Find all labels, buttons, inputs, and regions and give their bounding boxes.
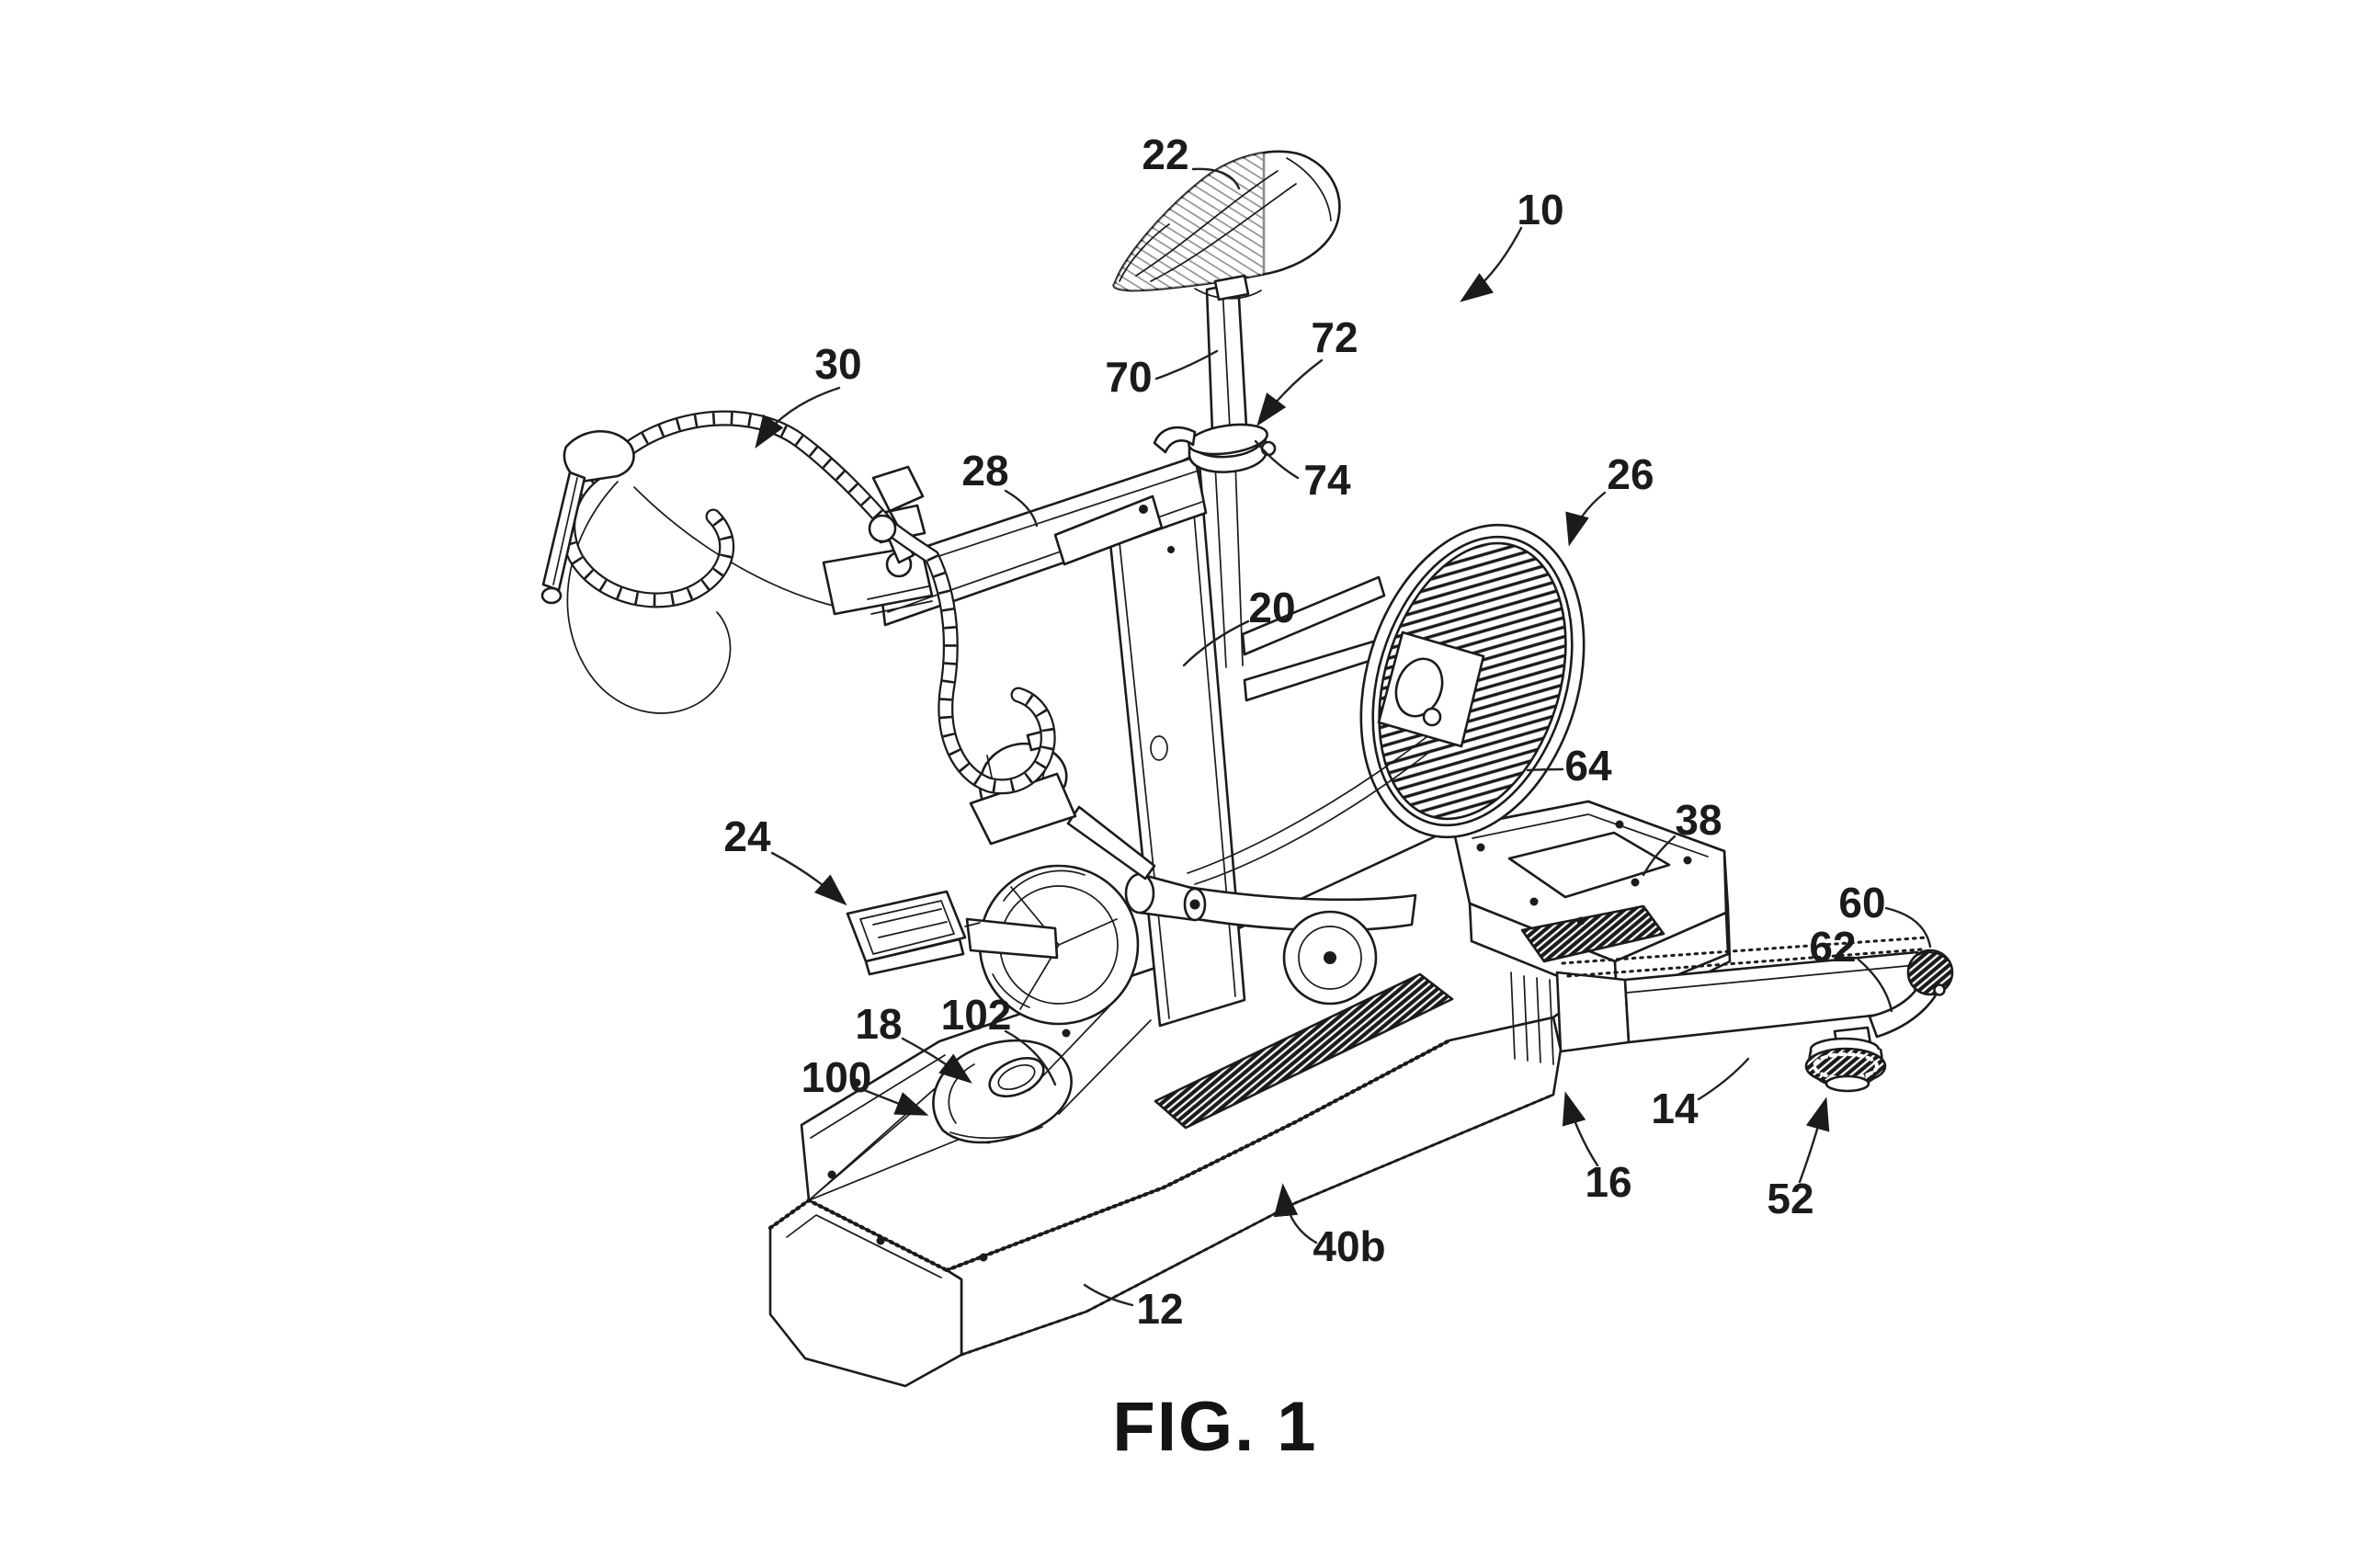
ref-number-64: 64 bbox=[1564, 742, 1612, 790]
ref-number-18: 18 bbox=[855, 1000, 902, 1048]
ref-number-14: 14 bbox=[1651, 1085, 1699, 1132]
figure-caption: FIG. 1 bbox=[1112, 1388, 1317, 1466]
leader-line-74 bbox=[1254, 439, 1300, 480]
mast-socket-outer bbox=[988, 1056, 1045, 1098]
leader-line-62 bbox=[1857, 958, 1893, 1013]
ref-number-26: 26 bbox=[1607, 450, 1654, 498]
ref-label-22: 22 bbox=[1142, 131, 1241, 190]
ref-label-30: 30 bbox=[755, 340, 862, 449]
flywheel-drawing bbox=[1359, 523, 1586, 839]
ref-label-20: 20 bbox=[1182, 584, 1296, 667]
right-brake-hood bbox=[871, 465, 925, 513]
top-tube-sleeve bbox=[1053, 494, 1164, 566]
ref-label-72: 72 bbox=[1256, 313, 1358, 426]
base-platform-drawing bbox=[767, 800, 1732, 1388]
leader-line-60 bbox=[1884, 906, 1932, 949]
leader-line-16 bbox=[1562, 1091, 1599, 1167]
arm-collar bbox=[1555, 971, 1631, 1053]
arm-knob bbox=[1906, 949, 1954, 996]
ref-label-12: 12 bbox=[1083, 1283, 1184, 1333]
arm-foot-pad bbox=[1804, 1026, 1887, 1093]
ref-number-20: 20 bbox=[1248, 584, 1295, 631]
leader-line-40b bbox=[1273, 1183, 1318, 1244]
ref-label-14: 14 bbox=[1651, 1057, 1750, 1132]
ref-label-28: 28 bbox=[961, 447, 1039, 528]
ref-label-10: 10 bbox=[1460, 186, 1564, 302]
ref-number-24: 24 bbox=[723, 812, 771, 860]
leader-line-24 bbox=[770, 851, 847, 906]
ref-number-70: 70 bbox=[1105, 353, 1152, 401]
ref-number-40b: 40b bbox=[1313, 1222, 1385, 1270]
leader-line-10 bbox=[1460, 226, 1523, 302]
leader-line-22 bbox=[1191, 167, 1241, 190]
ref-number-10: 10 bbox=[1517, 186, 1563, 233]
mast-socket-inner bbox=[997, 1063, 1036, 1091]
ref-number-100: 100 bbox=[801, 1053, 872, 1101]
ref-label-24: 24 bbox=[723, 812, 847, 906]
ref-label-62: 62 bbox=[1809, 923, 1893, 1013]
leader-line-72 bbox=[1256, 358, 1324, 426]
ref-number-12: 12 bbox=[1136, 1285, 1183, 1333]
leader-line-70 bbox=[1154, 349, 1219, 381]
ref-number-52: 52 bbox=[1767, 1175, 1813, 1222]
leader-line-100 bbox=[862, 1088, 929, 1116]
leader-line-26 bbox=[1565, 491, 1607, 547]
seat-clamp bbox=[1153, 423, 1277, 473]
seat-stays-drawing bbox=[1241, 575, 1397, 702]
leader-line-30 bbox=[755, 386, 841, 449]
ref-label-38: 38 bbox=[1642, 796, 1722, 877]
ref-label-102: 102 bbox=[941, 991, 1057, 1086]
leader-line-102 bbox=[1004, 1029, 1057, 1086]
flywheel-hub bbox=[1422, 707, 1442, 727]
ref-number-16: 16 bbox=[1585, 1158, 1631, 1206]
right-crank-arm bbox=[1066, 805, 1156, 881]
ref-label-40b: 40b bbox=[1273, 1183, 1386, 1270]
ref-label-64: 64 bbox=[1526, 742, 1612, 790]
ref-number-60: 60 bbox=[1838, 879, 1885, 926]
vent-strip-hatched bbox=[1154, 972, 1454, 1130]
saddle bbox=[1112, 150, 1341, 301]
leader-line-14 bbox=[1697, 1057, 1750, 1101]
ref-number-30: 30 bbox=[814, 340, 861, 388]
ref-number-74: 74 bbox=[1303, 456, 1351, 504]
leader-line-52 bbox=[1798, 1096, 1830, 1184]
left-brake-lever bbox=[540, 429, 635, 605]
shadow-band-hatched bbox=[1520, 904, 1665, 963]
ref-number-62: 62 bbox=[1809, 923, 1856, 971]
crank-axle bbox=[1124, 872, 1207, 922]
ref-label-70: 70 bbox=[1105, 349, 1219, 401]
leader-line-12 bbox=[1083, 1283, 1134, 1307]
ref-label-18: 18 bbox=[855, 1000, 972, 1084]
cockpit-drawing bbox=[540, 410, 1208, 795]
ref-label-60: 60 bbox=[1838, 879, 1932, 949]
ref-label-52: 52 bbox=[1767, 1096, 1830, 1222]
drivetrain-drawing bbox=[846, 728, 1433, 1026]
rear-platform-tray bbox=[1507, 831, 1671, 899]
leader-line-20 bbox=[1182, 619, 1250, 667]
ref-label-100: 100 bbox=[801, 1053, 929, 1116]
ref-label-16: 16 bbox=[1562, 1091, 1632, 1206]
seat-assembly-drawing bbox=[1112, 150, 1341, 473]
roller-disc bbox=[1282, 910, 1378, 1006]
ref-number-38: 38 bbox=[1675, 796, 1722, 844]
ref-number-72: 72 bbox=[1311, 313, 1358, 361]
ref-number-102: 102 bbox=[941, 991, 1012, 1039]
bar-tape-bands bbox=[562, 412, 1054, 792]
leader-line-64 bbox=[1526, 767, 1564, 772]
quick-release-lever bbox=[1153, 426, 1197, 454]
leader-line-18 bbox=[901, 1037, 972, 1084]
leader-line-28 bbox=[1004, 489, 1039, 528]
ref-label-26: 26 bbox=[1565, 450, 1654, 547]
bar-clamp bbox=[868, 514, 897, 543]
ref-number-22: 22 bbox=[1142, 131, 1188, 178]
ref-label-74: 74 bbox=[1254, 439, 1351, 504]
brake-cable-run bbox=[633, 486, 856, 611]
left-crank-arm bbox=[965, 917, 1059, 960]
ref-number-28: 28 bbox=[961, 447, 1008, 494]
stabilizer-arm-drawing bbox=[1510, 936, 1954, 1093]
left-pedal bbox=[846, 890, 981, 976]
leader-line-38 bbox=[1642, 835, 1677, 877]
